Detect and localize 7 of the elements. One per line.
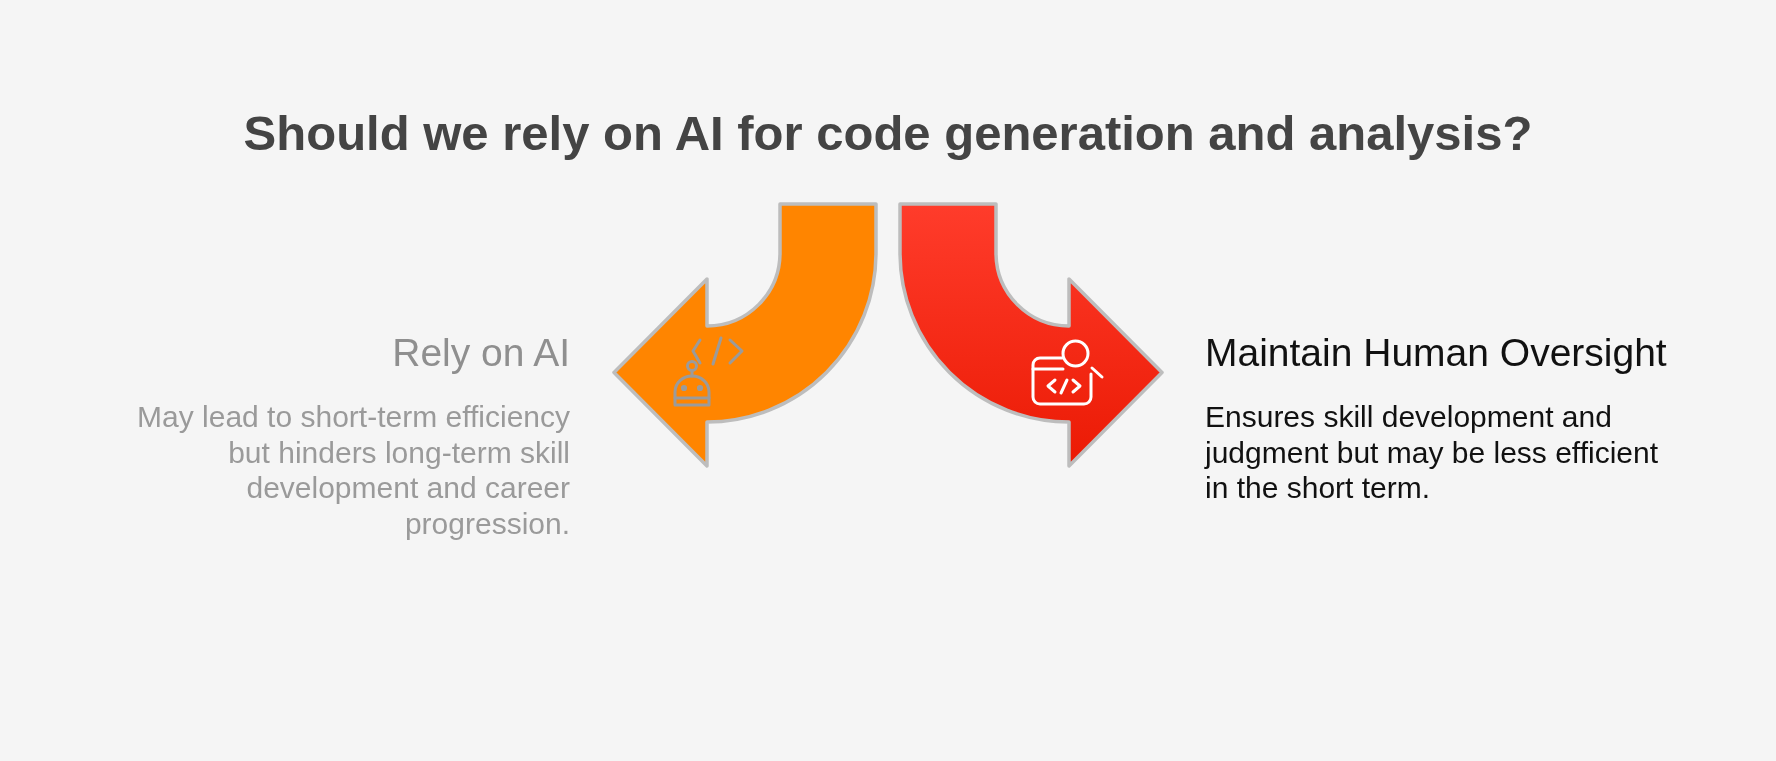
curved-arrow xyxy=(612,202,878,468)
curved-arrow xyxy=(898,202,1164,468)
option-heading: Maintain Human Oversight xyxy=(1205,330,1667,376)
option-description: May lead to short-term efficiency but hinders long-term skill development and career progression. xyxy=(136,399,570,541)
title: Should we rely on AI for code generation and analysis? xyxy=(243,105,1533,161)
option-heading: Rely on AI xyxy=(392,330,570,376)
option-description: Ensures skill development and judgment but may be less efficient in the short term. xyxy=(1205,399,1660,506)
